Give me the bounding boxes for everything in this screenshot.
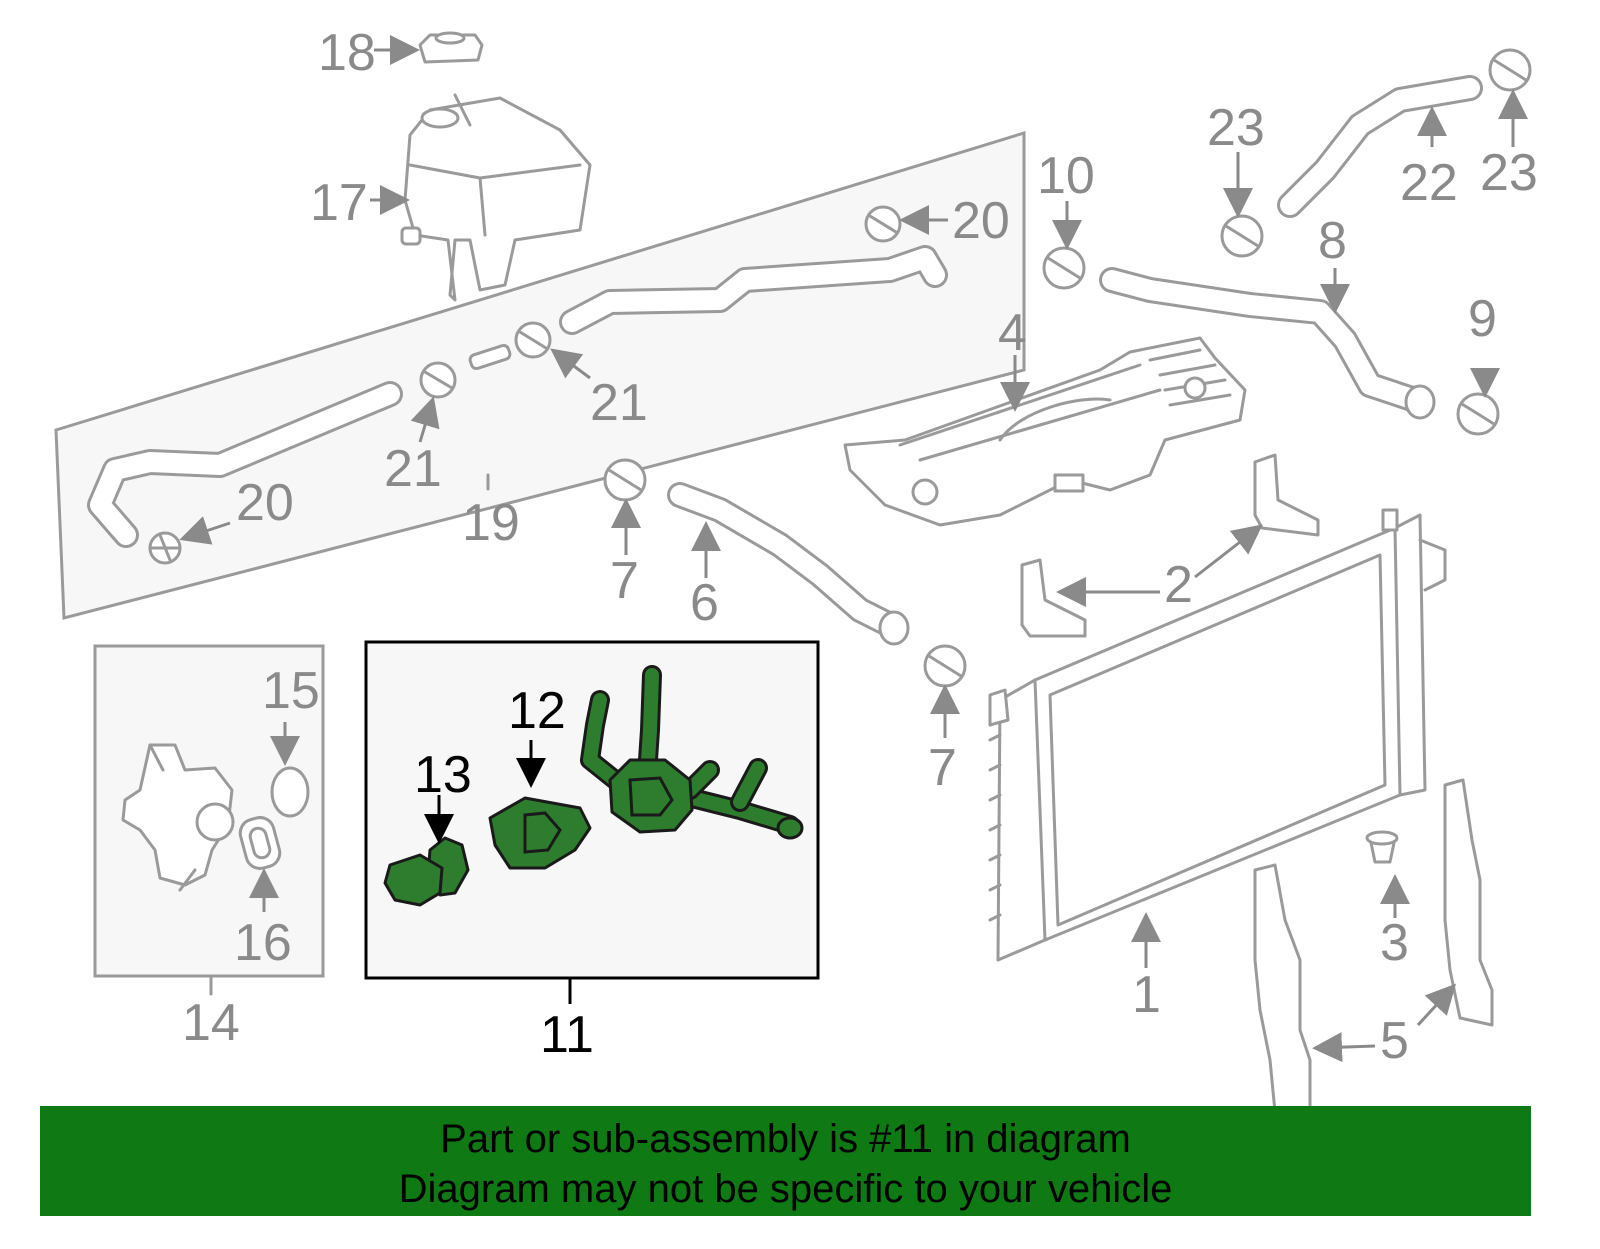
bypass-hose — [1277, 75, 1483, 218]
callout-13: 13 — [414, 746, 472, 804]
hose-clamp-icon — [923, 644, 967, 688]
gasket-icon — [238, 816, 282, 870]
callout-3: 3 — [1380, 914, 1409, 972]
callout-21-left: 21 — [384, 440, 442, 498]
banner-line-2: Diagram may not be specific to your vehi… — [398, 1167, 1173, 1211]
info-banner: Part or sub-assembly is #11 in diagram D… — [40, 1106, 1531, 1216]
callout-labels: 18 17 20 20 21 21 19 10 8 9 23 22 23 4 7… — [182, 24, 1538, 1070]
hose-clamp-icon — [1042, 246, 1086, 290]
hose-assembly-panel — [54, 130, 1026, 620]
radiator — [988, 508, 1447, 962]
banner-line-1: Part or sub-assembly is #11 in diagram — [440, 1117, 1131, 1161]
gasket-highlight — [488, 796, 592, 870]
hose-clamp-icon — [1456, 392, 1500, 436]
thermostat-housing-panel — [93, 644, 325, 996]
hose-clamp-icon — [419, 361, 457, 399]
callout-8: 8 — [1318, 212, 1347, 270]
air-baffle — [1443, 778, 1494, 1027]
callout-11: 11 — [540, 1006, 594, 1064]
air-baffle — [1253, 863, 1312, 1114]
callout-23-right: 23 — [1480, 144, 1538, 202]
o-ring-icon — [270, 766, 310, 818]
callout-21-right: 21 — [590, 374, 648, 432]
callout-5: 5 — [1380, 1012, 1409, 1070]
hose-clamp-icon — [1220, 214, 1264, 258]
lower-radiator-hose — [667, 482, 910, 646]
callout-15: 15 — [262, 662, 320, 720]
callout-20-top: 20 — [952, 192, 1010, 250]
callout-4: 4 — [998, 304, 1027, 362]
callout-7-lower: 7 — [928, 739, 957, 797]
thermostat-highlight — [383, 836, 470, 907]
callout-7-upper: 7 — [610, 552, 639, 610]
callout-10: 10 — [1037, 147, 1095, 205]
callout-9: 9 — [1468, 290, 1497, 348]
radiator-grommet — [1365, 830, 1399, 864]
coolant-reservoir — [400, 93, 592, 302]
hose-clamp-icon — [514, 321, 552, 359]
callout-16: 16 — [234, 914, 292, 972]
radiator-bracket — [1020, 558, 1087, 638]
callout-6: 6 — [690, 574, 719, 632]
callout-18: 18 — [318, 24, 376, 82]
callout-14: 14 — [182, 994, 240, 1052]
callout-20-bottom: 20 — [236, 474, 294, 532]
callout-23-left: 23 — [1207, 99, 1265, 157]
reservoir-cap — [418, 31, 484, 64]
callout-19: 19 — [462, 494, 520, 552]
hose-clamp-icon — [603, 458, 647, 502]
thermostat-housing-highlight — [580, 665, 804, 840]
callout-22: 22 — [1400, 154, 1458, 212]
callout-arrows — [179, 35, 1528, 1063]
callout-2: 2 — [1164, 556, 1193, 614]
callout-12: 12 — [508, 682, 566, 740]
thermostat-assembly-panel — [364, 640, 820, 1004]
hose-clamp-icon — [1488, 48, 1532, 92]
callout-17: 17 — [310, 174, 368, 232]
radiator-bracket — [1253, 453, 1320, 537]
hose-clamp-icon — [864, 205, 902, 243]
hose-clamp-icon — [148, 531, 182, 565]
callout-1: 1 — [1132, 966, 1161, 1024]
